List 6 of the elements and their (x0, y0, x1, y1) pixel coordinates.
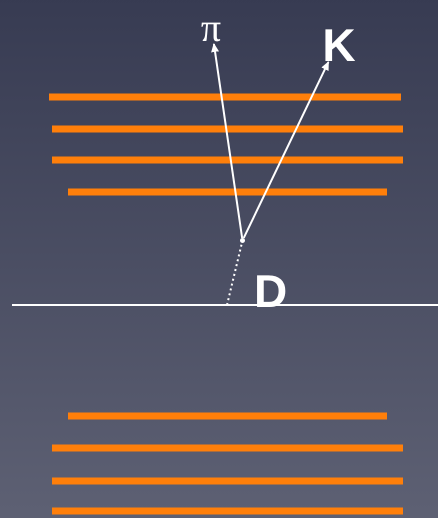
pion-label: π (194, 4, 228, 44)
arrow (242, 61, 330, 238)
decay-vertex (240, 238, 245, 243)
kaon-label: K (314, 18, 364, 62)
arrow (211, 43, 244, 238)
dotted-track (226, 242, 243, 306)
